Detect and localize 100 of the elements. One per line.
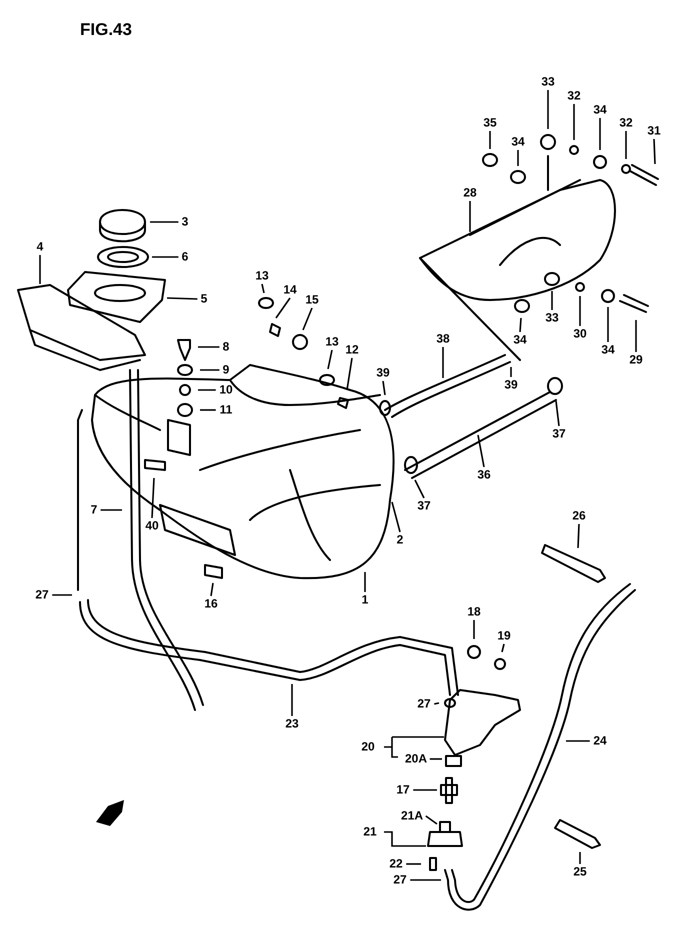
callout-number: 27 — [417, 698, 431, 710]
leader-line — [625, 131, 627, 159]
callout-number: 30 — [573, 328, 587, 340]
callout-number: 14 — [283, 284, 297, 296]
leader-line — [413, 789, 437, 791]
leader-line — [406, 863, 421, 865]
callout-number: 33 — [541, 76, 555, 88]
callout-number: 28 — [463, 186, 477, 200]
leader-line — [166, 297, 198, 300]
leader-line — [302, 308, 313, 330]
leader-line — [383, 736, 445, 758]
callout-number: 34 — [513, 334, 527, 346]
callout-number: 22 — [389, 858, 403, 870]
callout-number: 5 — [200, 292, 208, 306]
callout-number: 19 — [497, 630, 511, 642]
leader-line — [434, 702, 440, 705]
callout-number: 4 — [36, 240, 44, 254]
callout-number: 12 — [345, 344, 359, 356]
leader-line — [275, 298, 291, 318]
leader-line — [200, 369, 220, 371]
callout-number: 32 — [619, 116, 633, 130]
callout-number: 27 — [35, 588, 49, 602]
leader-line — [39, 255, 41, 284]
leader-line — [198, 389, 216, 391]
callout-number: 29 — [629, 354, 643, 366]
leader-line — [519, 318, 522, 332]
leader-line — [547, 90, 549, 129]
leader-line — [346, 358, 353, 390]
leader-line — [501, 644, 505, 652]
leader-line — [384, 831, 426, 847]
leader-line — [517, 150, 519, 166]
leader-line — [573, 104, 575, 140]
leader-line — [469, 201, 471, 232]
callout-number: 18 — [467, 606, 481, 618]
leader-line — [210, 582, 214, 596]
callout-number: 20 — [361, 740, 375, 754]
leader-line — [327, 350, 333, 370]
callout-number: 13 — [255, 270, 269, 282]
callout-number: 21 — [363, 826, 377, 838]
callout-number: 9 — [222, 364, 230, 376]
callout-number: 25 — [573, 866, 587, 878]
callout-number: 39 — [504, 378, 518, 392]
leader-line — [579, 296, 581, 326]
callout-number: 16 — [204, 598, 218, 610]
callout-number: 17 — [396, 784, 410, 796]
leader-line — [414, 480, 425, 498]
callout-number: 32 — [567, 90, 581, 102]
callout-number: 26 — [572, 510, 586, 522]
leader-line — [430, 758, 442, 760]
leader-line — [579, 852, 581, 864]
leader-line — [425, 815, 438, 825]
leader-line — [635, 320, 637, 352]
callout-number: 23 — [285, 718, 299, 730]
callout-number: 38 — [436, 332, 450, 346]
figure-title: FIG.43 — [80, 20, 132, 40]
leader-line — [442, 347, 444, 378]
callout-number: 21A — [401, 810, 423, 822]
leader-line — [382, 380, 386, 396]
callout-number: 34 — [593, 104, 607, 116]
leader-line — [510, 367, 512, 377]
callout-number: 37 — [417, 500, 431, 512]
callout-number: 24 — [593, 734, 607, 748]
callout-number: 3 — [182, 216, 188, 228]
leader-line — [551, 291, 553, 310]
leader-line — [607, 307, 609, 342]
callout-number: 36 — [477, 468, 491, 482]
leader-line — [200, 409, 216, 411]
callout-number: 8 — [222, 340, 230, 354]
callout-number: 39 — [376, 366, 390, 380]
leader-line — [364, 572, 366, 592]
callout-number: 11 — [220, 404, 232, 416]
leader-line — [100, 509, 122, 511]
callout-number: 10 — [219, 384, 233, 396]
leader-line — [473, 620, 475, 639]
callout-number: 1 — [362, 594, 368, 606]
callout-number: 7 — [90, 504, 98, 516]
leader-line — [150, 221, 178, 223]
leader-line — [52, 594, 72, 596]
callout-number: 2 — [396, 534, 404, 546]
callout-number: 20A — [405, 752, 427, 766]
callout-number: 6 — [182, 250, 188, 264]
callout-number: 35 — [483, 116, 497, 130]
leader-line — [653, 138, 656, 164]
callout-number: 13 — [325, 336, 339, 348]
leader-line — [489, 131, 491, 149]
leader-line — [566, 740, 590, 742]
leader-line — [577, 524, 580, 548]
leader-line — [152, 256, 178, 258]
callout-number: 33 — [545, 312, 559, 324]
callout-number: 15 — [305, 294, 319, 306]
leader-line — [410, 879, 441, 881]
leader-line — [261, 284, 265, 294]
callout-number: 31 — [647, 124, 661, 138]
callout-number: 34 — [601, 344, 615, 356]
callout-number: 27 — [393, 874, 407, 886]
leader-line — [477, 434, 485, 468]
leader-line — [198, 346, 220, 348]
leader-line — [599, 118, 601, 150]
callout-number: 34 — [511, 136, 525, 148]
leader-line — [151, 478, 155, 518]
